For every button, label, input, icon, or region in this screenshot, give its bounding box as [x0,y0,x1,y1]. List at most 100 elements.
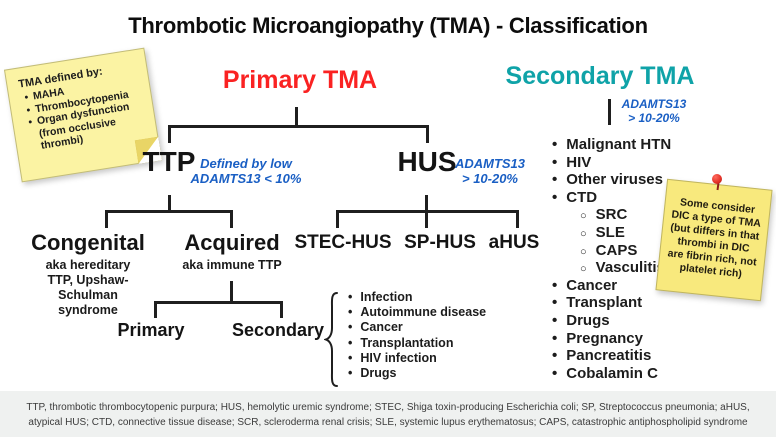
congenital-node: Congenital [31,230,145,255]
list-item-text: Autoimmune disease [360,305,487,320]
list-item-text: Transplant [566,294,643,312]
bullet-icon: • [552,171,558,189]
secondary-tma-causes-list: • Malignant HTN • HIV • Other viruses • CTD ○ SRC… [552,136,712,382]
sticky-note-right-text: Some consider DIC a type of TMA (but dif… [667,196,762,281]
list-item-text: Pancreatitis [566,347,652,365]
connector-line [280,301,283,318]
bullet-icon: • [348,290,353,304]
list-item: ○ SLE [552,224,712,242]
curly-brace-icon [324,292,338,387]
bullet-icon: • [552,311,558,329]
bullet-icon: • [348,335,353,350]
list-item: • HIV [552,154,712,172]
open-circle-bullet-icon: ○ [580,245,587,258]
connector-line [516,210,519,228]
list-item: ○ CAPS [552,242,712,260]
hus-node: HUS [397,146,457,177]
list-item: •Cancer [348,320,498,335]
list-item-text: HIV infection [360,350,437,365]
bullet-icon: • [348,366,353,381]
connector-line [154,301,157,318]
ahus-node: aHUS [488,232,540,253]
list-item-text: Infection [360,290,413,304]
list-item-text: Malignant HTN [566,136,672,153]
bullet-icon: • [25,103,32,117]
connector-line [336,210,519,213]
connector-line [608,99,611,125]
footer-line-1: TTP, thrombotic thrombocytopenic purpura… [26,402,750,413]
list-item-text: Other viruses [566,171,663,189]
bullet-icon: • [348,350,353,365]
bullet-icon: • [552,294,558,312]
connector-line [336,210,339,228]
sticky-note-right: Some consider DIC a type of TMA (but dif… [655,178,773,302]
bullet-icon: • [552,188,558,206]
connector-line [426,125,429,143]
bullet-icon: • [552,136,558,153]
list-item: • Pancreatitis [552,347,712,365]
list-item: ○ Vasculitis [552,259,712,277]
open-circle-bullet-icon: ○ [580,227,587,240]
ttp-annotation: Defined by low ADAMTS13 < 10% [190,156,302,186]
connector-line [230,210,233,228]
list-item-text: SLE [595,223,625,241]
list-item-text: HIV [566,153,592,171]
list-item-text: Vasculitis [595,259,665,277]
list-item: • CTD [552,189,712,207]
list-item-text: Pregnancy [566,329,643,347]
acquired-node: Acquired [184,230,280,255]
secondary-tma-heading: Secondary TMA [505,62,695,90]
open-circle-bullet-icon: ○ [580,210,587,223]
connector-line [154,301,283,304]
connector-line [105,210,233,213]
acquired-subtitle: aka immune TTP [182,258,282,272]
connector-line [295,107,298,127]
abbreviations-footer: TTP, thrombotic thrombocytopenic purpura… [0,391,776,437]
open-circle-bullet-icon: ○ [580,263,587,276]
list-item-text: Cancer [566,276,618,294]
acquired-primary-node: Primary [117,320,185,340]
list-item-text: SRC [595,206,628,224]
stec-hus-node: STEC-HUS [294,232,392,253]
secondary-tma-annotation: ADAMTS13 > 10-20% [621,97,687,125]
bullet-icon: • [552,347,558,365]
list-item: • HIV infection [348,351,498,366]
acquired-secondary-node: Secondary [231,320,325,340]
list-item: • Cobalamin C [552,365,712,383]
list-item: • Other viruses [552,171,712,189]
sp-hus-node: SP-HUS [404,232,476,253]
bullet-icon: • [348,320,353,335]
connector-line [230,281,233,303]
connector-line [105,210,108,228]
list-item: ○ SRC [552,206,712,224]
list-item-text: Cobalamin C [566,364,658,382]
connector-line [168,195,171,212]
bullet-icon: • [552,329,558,347]
list-item-text: CTD [566,188,598,206]
list-item-text: Drugs [566,311,610,329]
list-item-text: CAPS [595,241,638,259]
list-item: • Autoimmune disease [348,305,498,320]
bullet-icon: • [552,276,558,294]
list-item: • Drugs [552,312,712,330]
congenital-subtitle: aka hereditary TTP, Upshaw- Schulman syn… [45,258,131,317]
bullet-icon: • [27,116,34,129]
footer-line-2: atypical HUS; CTD, connective tissue dis… [28,417,748,428]
list-item: • Transplant [552,294,712,312]
list-item: • Malignant HTN [552,136,712,154]
bullet-icon: • [348,305,353,320]
hus-annotation: ADAMTS13 > 10-20% [454,156,526,186]
list-item: • Cancer [552,277,712,295]
list-item: • Infection [348,290,498,305]
list-item: • Transplantation [348,336,498,351]
push-pin-icon [712,174,722,184]
list-item-text: Drugs [360,366,397,381]
connector-line [168,125,171,143]
ttp-node: TTP [142,146,196,177]
acquired-secondary-causes-list: •Infection•Autoimmune disease•Cancer•Tra… [348,290,498,381]
list-item-text: Transplantation [360,335,454,350]
bullet-icon: • [552,364,558,382]
list-item: • Drugs [348,366,498,381]
bullet-icon: • [552,153,558,171]
